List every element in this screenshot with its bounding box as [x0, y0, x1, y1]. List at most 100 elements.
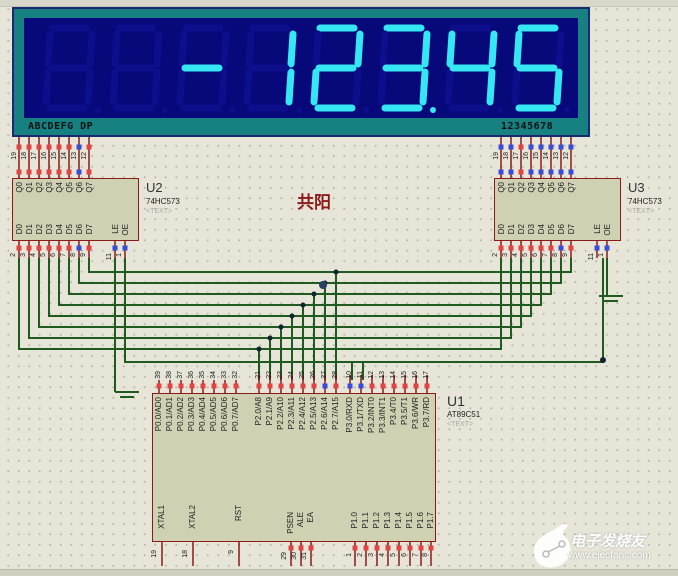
- chip-u2-type: 74HC573: [146, 197, 180, 206]
- u1-pin-number: 9: [228, 550, 235, 554]
- u1-pin-number: 35: [199, 371, 206, 379]
- u1-pin-number: 22: [266, 371, 273, 379]
- u2-pin-number: 11: [106, 253, 113, 261]
- u1-pin-name: P3.6/WR: [411, 397, 420, 430]
- u1-pin-number: 34: [210, 371, 217, 379]
- u2-pin-name: D7: [85, 224, 94, 235]
- u3-pin-number: 8: [552, 253, 559, 257]
- u2-pin-number: 9: [80, 253, 87, 257]
- chip-u1[interactable]: [152, 393, 436, 542]
- u1-pin-number: 1: [346, 553, 353, 557]
- u3-pin-number: 6: [532, 253, 539, 257]
- u3-pin-number: 16: [523, 152, 530, 160]
- u1-pin-number: 33: [221, 371, 228, 379]
- u1-pin-name: P0.1/AD1: [165, 397, 174, 432]
- u1-pin-number: 25: [299, 371, 306, 379]
- u1-pin-name: P1.0: [350, 512, 359, 529]
- u1-pin-number: 14: [390, 371, 397, 379]
- u2-pin-number: 4: [30, 253, 37, 257]
- u3-pin-number: 4: [512, 253, 519, 257]
- digit-pin-labels: 12345678: [501, 121, 554, 132]
- u2-pin-name: D6: [75, 224, 84, 235]
- u3-pin-name: D5: [547, 224, 556, 235]
- u2-pin-name: D0: [15, 224, 24, 235]
- u1-pin-number: 39: [155, 371, 162, 379]
- u2-pin-number: 15: [51, 152, 58, 160]
- u3-pin-name: Q2: [517, 182, 526, 193]
- u1-pin-number: 21: [255, 371, 262, 379]
- u3-pin-name: Q3: [527, 182, 536, 193]
- u1-pin-number: 37: [177, 371, 184, 379]
- chip-u2[interactable]: [12, 178, 139, 241]
- u2-pin-name: Q3: [45, 182, 54, 193]
- u1-pin-number: 31: [301, 552, 308, 560]
- u1-pin-name: P0.5/AD5: [209, 397, 218, 432]
- u3-pin-name: Q1: [507, 182, 516, 193]
- u1-pin-number: 23: [277, 371, 284, 379]
- u3-pin-number: 2: [492, 253, 499, 257]
- chip-u3[interactable]: [494, 178, 621, 241]
- u3-pin-number: 1: [598, 253, 605, 257]
- u1-pin-name: P3.4/T0: [389, 397, 398, 426]
- u2-pin-name: D3: [45, 224, 54, 235]
- u1-pin-name: P2.3/A11: [287, 397, 296, 430]
- u1-pin-number: 3: [368, 553, 375, 557]
- watermark-url: www.elecfans.com: [568, 550, 651, 561]
- u2-pin-name: OE: [121, 224, 130, 236]
- chip-u1-type: AT89C51: [447, 410, 481, 419]
- u3-pin-name: Q7: [567, 182, 576, 193]
- chip-u3-name: U3: [628, 180, 645, 195]
- u3-pin-name: D6: [557, 224, 566, 235]
- chip-u2-name: U2: [146, 180, 163, 195]
- watermark-logo-icon: [534, 523, 571, 568]
- u1-pin-name: P1.4: [394, 512, 403, 529]
- u1-pin-number: 7: [412, 553, 419, 557]
- u1-pin-name: P3.7/RD: [422, 397, 431, 428]
- u3-pin-number: 14: [543, 152, 550, 160]
- u1-pin-number: 28: [332, 371, 339, 379]
- u2-pin-name: Q7: [85, 182, 94, 193]
- u2-pin-name: Q4: [55, 182, 64, 193]
- u1-pin-name: P0.7/AD7: [231, 397, 240, 432]
- u1-pin-number: 38: [166, 371, 173, 379]
- u1-pin-name: P0.2/AD2: [176, 397, 185, 432]
- u1-pin-name: P1.7: [426, 512, 435, 529]
- u1-pin-name: P2.4/A12: [298, 397, 307, 430]
- u1-pin-name: P0.0/AD0: [154, 397, 163, 432]
- display-panel: [24, 18, 578, 118]
- u1-pin-name: P2.0/A8: [254, 397, 263, 426]
- u1-pin-number: 5: [390, 553, 397, 557]
- seven-segment-display[interactable]: ABCDEFG DP 12345678: [12, 7, 590, 137]
- u1-pin-number: 27: [321, 371, 328, 379]
- u1-pin-number: 10: [346, 371, 353, 379]
- u1-pin-name: RST: [234, 505, 243, 521]
- u1-pin-name: P1.3: [383, 512, 392, 529]
- u2-pin-number: 8: [70, 253, 77, 257]
- u3-pin-name: D7: [567, 224, 576, 235]
- u3-pin-name: D4: [537, 224, 546, 235]
- u1-pin-number: 8: [422, 553, 429, 557]
- u1-pin-name: P1.5: [405, 512, 414, 529]
- u3-pin-name: Q0: [497, 182, 506, 193]
- u3-pin-name: Q4: [537, 182, 546, 193]
- chip-u2-text: <TEXT>: [146, 208, 173, 215]
- bottom-frame: [0, 569, 678, 576]
- u2-pin-number: 19: [11, 152, 18, 160]
- u1-pin-name: PSEN: [286, 512, 295, 534]
- u3-pin-number: 11: [588, 253, 595, 261]
- u2-pin-number: 5: [40, 253, 47, 257]
- u3-pin-name: OE: [603, 224, 612, 236]
- display-digits: [42, 24, 570, 113]
- u2-pin-number: 13: [71, 152, 78, 160]
- u1-pin-number: 29: [281, 552, 288, 560]
- u2-pin-number: 18: [21, 152, 28, 160]
- u1-pin-number: 2: [357, 553, 364, 557]
- u1-pin-name: XTAL1: [157, 505, 166, 529]
- u1-pin-name: P1.1: [361, 512, 370, 529]
- u3-pin-number: 5: [522, 253, 529, 257]
- chip-u1-name: U1: [447, 393, 465, 409]
- u1-pin-name: P2.1/A9: [265, 397, 274, 426]
- u1-pin-number: 11: [357, 371, 364, 379]
- u1-pin-name: P2.6/A14: [320, 397, 329, 430]
